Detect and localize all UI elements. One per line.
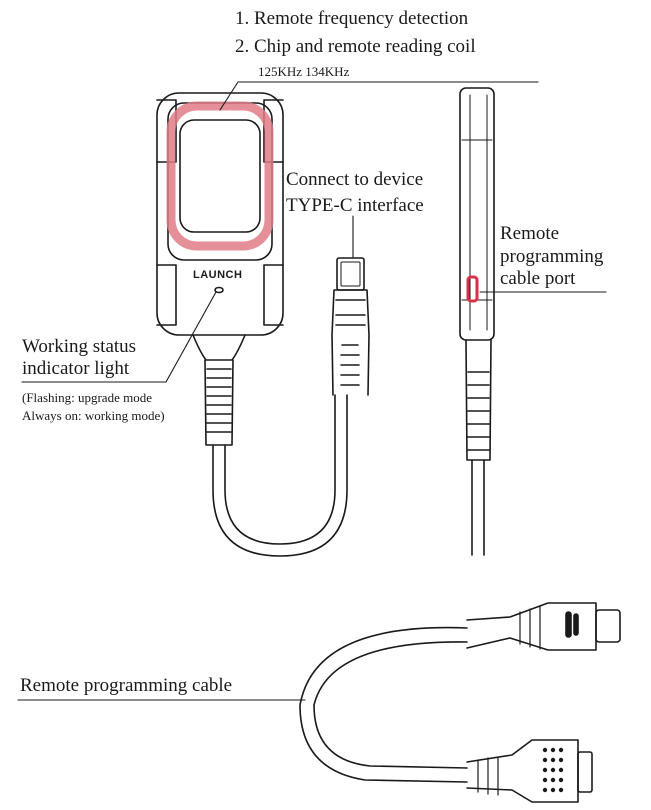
side-strain-relief: [465, 339, 492, 461]
callout-frequency-detection: 1. Remote frequency detection: [235, 8, 469, 29]
cable-loop: [299, 626, 468, 783]
leader-working: [21, 291, 217, 383]
device-body: [156, 92, 284, 336]
callout-remote-programming-cable: Remote programming cable: [20, 675, 233, 696]
callout-remote: Remote: [500, 223, 560, 244]
callout-type-c: TYPE-C interface: [286, 195, 424, 216]
leader-top: [219, 81, 539, 111]
callout-indicator-light: indicator light: [22, 358, 130, 379]
callout-connect-device: Connect to device: [286, 169, 424, 190]
cable-top-plug: [595, 609, 621, 643]
device-clip-left-bottom: [156, 264, 177, 326]
leader-lines: [17, 81, 607, 701]
device-strain-relief: [204, 359, 234, 446]
callout-reading-coil: 2. Chip and remote reading coil: [235, 36, 476, 57]
device-cable: [212, 394, 348, 557]
device-front-view: [156, 92, 370, 557]
type-c-connector: [331, 257, 370, 396]
cable-bottom-plug: [577, 751, 593, 793]
device-brand-logo: LAUNCH: [193, 269, 243, 281]
cable-bottom-connector: [466, 739, 593, 803]
coil-window: [179, 119, 261, 233]
cable-bottom-pin-grid: [542, 747, 564, 793]
device-top-panel: [167, 102, 273, 261]
device-side-view: [459, 87, 495, 556]
note-always-on-working: Always on: working mode): [22, 408, 165, 423]
device-cable-neck: [192, 334, 246, 361]
callout-programming: programming: [500, 246, 604, 267]
reading-coil-highlight: [166, 101, 274, 251]
status-indicator-light: [214, 286, 224, 294]
side-cable: [471, 459, 485, 556]
device-clip-right-bottom: [263, 264, 284, 326]
note-flashing-upgrade: (Flashing: upgrade mode: [22, 390, 152, 405]
remote-programming-cable: [299, 602, 621, 803]
cable-top-connector: [466, 602, 621, 651]
type-c-plug: [336, 257, 365, 291]
remote-cable-port: [466, 275, 479, 303]
callout-frequencies: 125KHz 134KHz: [258, 64, 350, 79]
side-body: [459, 87, 495, 341]
callout-working-status: Working status: [22, 336, 137, 357]
callout-cable-port: cable port: [500, 268, 576, 289]
